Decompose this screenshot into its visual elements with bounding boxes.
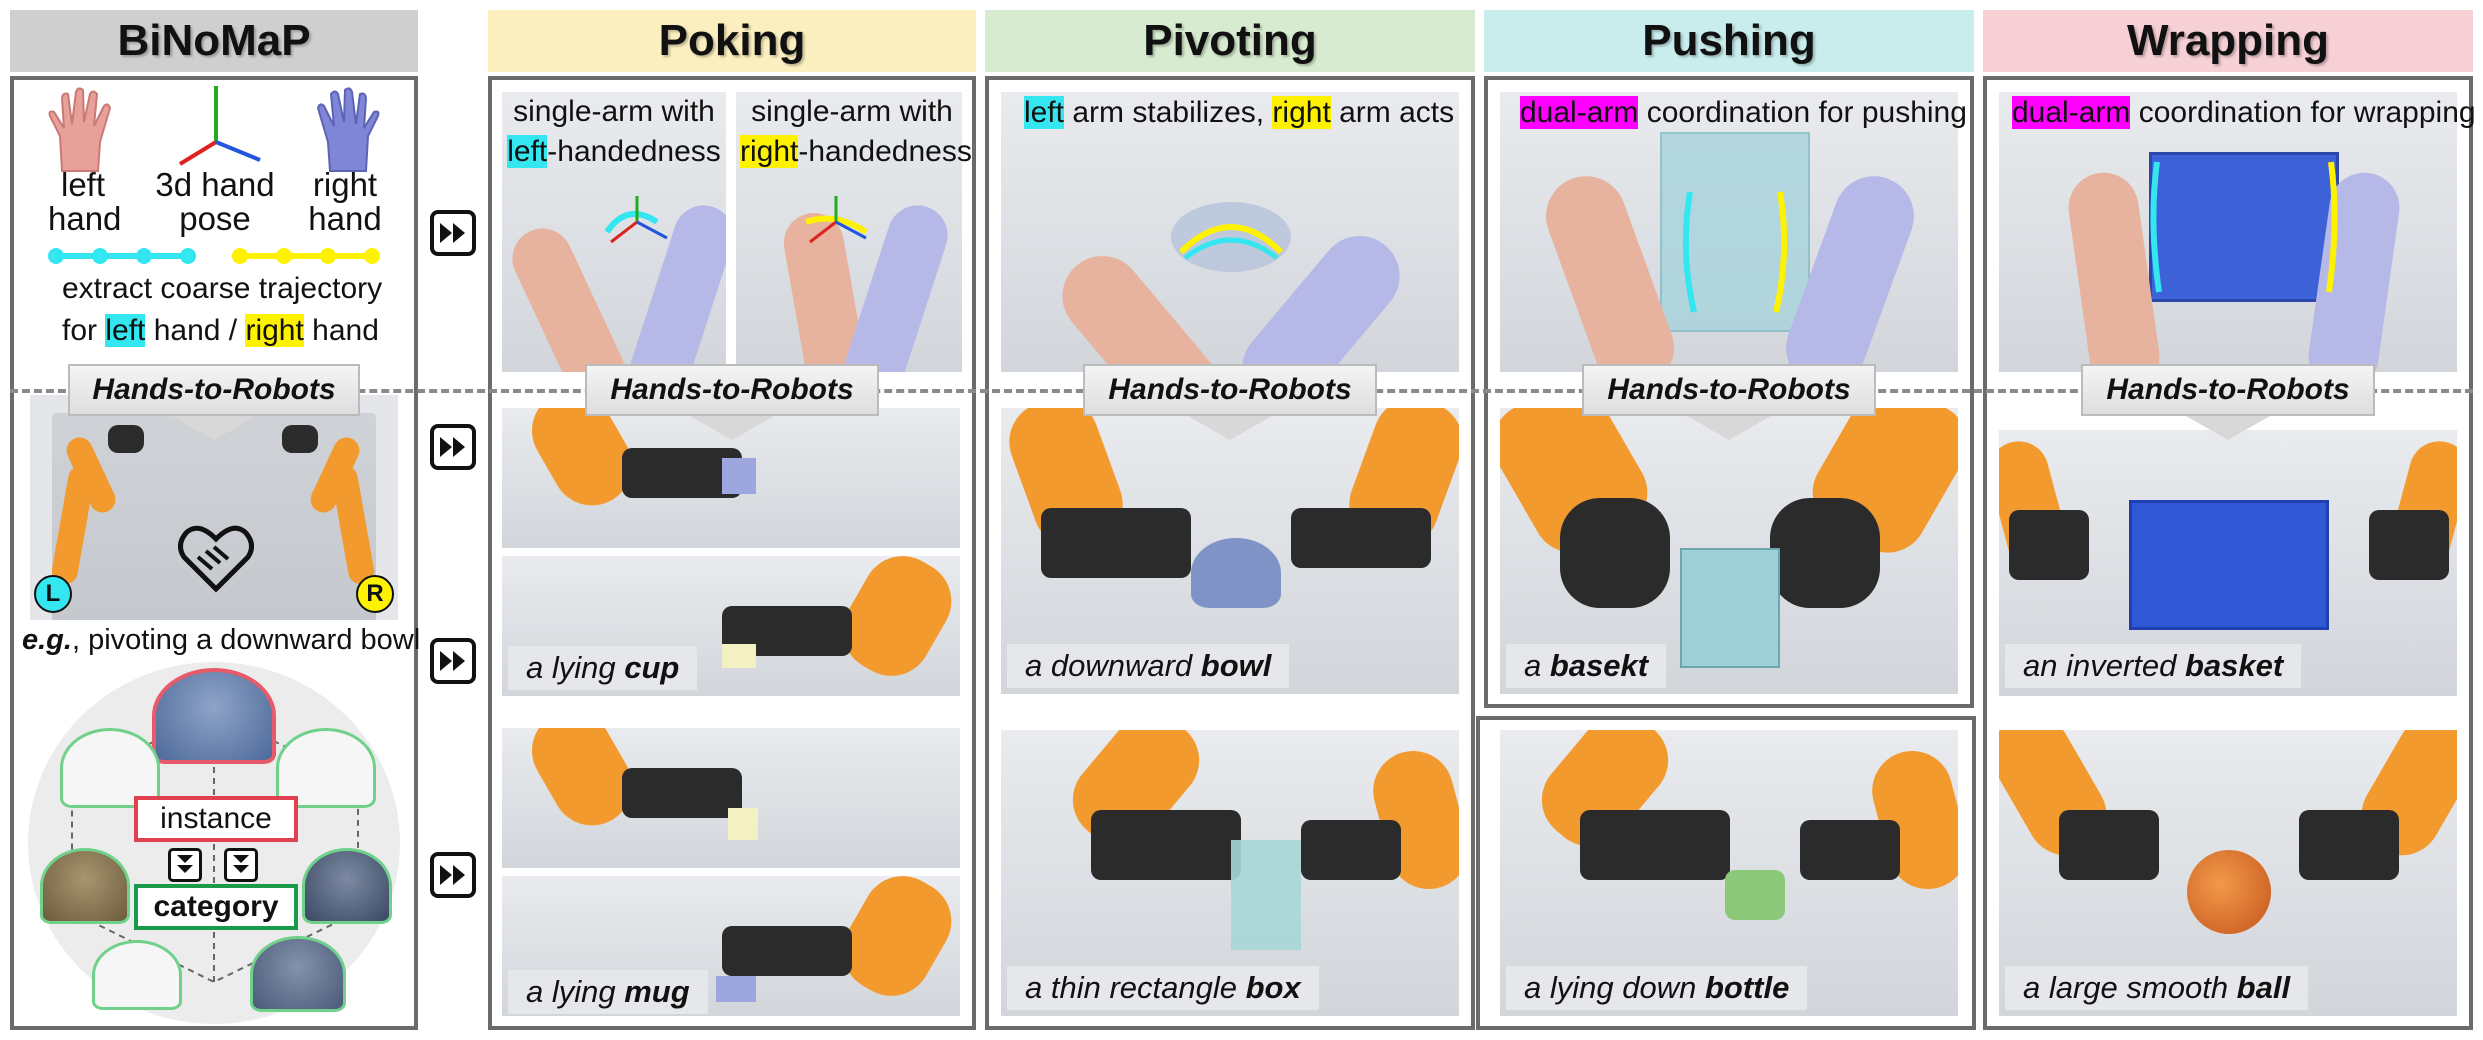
- header-poking: Poking: [488, 10, 976, 72]
- right-trajectory-icon: [232, 248, 380, 264]
- extract-text-line1: extract coarse trajectory: [62, 272, 383, 305]
- hands-to-robots-label: Hands-to-Robots: [68, 364, 360, 416]
- down-arrow-icon: [690, 416, 774, 440]
- hand-pose-axes-icon: [178, 86, 261, 166]
- header-binomap: BiNoMaP: [10, 10, 418, 72]
- category-label: category: [134, 884, 298, 930]
- extract-text-line2: for left hand / right hand: [62, 314, 379, 347]
- pushing-label-basket: a basekt: [1506, 644, 1667, 688]
- pivoting-human-photo: [1001, 92, 1459, 372]
- example-caption: e.g., pivoting a downward bowl: [22, 624, 421, 656]
- bowl-outline-image: [60, 728, 160, 808]
- left-arm-badge: L: [34, 575, 72, 613]
- poking-caption-left: single-arm with left-handedness: [507, 95, 721, 168]
- down-arrow-icon: [224, 848, 258, 882]
- pushing-label-bottle: a lying down bottle: [1506, 966, 1808, 1010]
- pivoting-caption: left arm stabilizes, right arm acts: [1024, 96, 1455, 129]
- pushing-human-photo: [1500, 92, 1958, 372]
- instance-bowl-image: [152, 668, 276, 764]
- fast-forward-icon: [430, 424, 476, 470]
- wrapping-label-basket: an inverted basket: [2005, 644, 2302, 688]
- bowl-outline-image: [92, 940, 182, 1010]
- header-pushing: Pushing: [1484, 10, 1974, 72]
- down-arrow-icon: [168, 848, 202, 882]
- poking-caption-right: single-arm with right-handedness: [740, 95, 972, 168]
- fast-forward-icon: [430, 638, 476, 684]
- bowl-dark-image: [302, 848, 392, 924]
- poking-robot-photo-2: [502, 556, 960, 696]
- right-hand-icon: [316, 87, 380, 172]
- header-wrapping: Wrapping: [1983, 10, 2473, 72]
- poking-robot-photo-3: [502, 728, 960, 868]
- wrapping-human-photo: [1999, 92, 2457, 372]
- left-trajectory-icon: [48, 248, 196, 264]
- down-arrow-icon: [172, 416, 256, 440]
- down-arrow-icon: [1687, 416, 1771, 440]
- fast-forward-icon: [430, 210, 476, 256]
- pivoting-label-bowl: a downward bowl: [1007, 644, 1290, 688]
- fast-forward-icon: [430, 852, 476, 898]
- pivoting-label-box: a thin rectangle box: [1007, 966, 1319, 1010]
- header-pivoting: Pivoting: [985, 10, 1475, 72]
- right-arm-badge: R: [356, 575, 394, 613]
- hands-to-robots-label: Hands-to-Robots: [1083, 364, 1377, 416]
- down-arrow-icon: [1188, 416, 1272, 440]
- bowl-dark-image: [250, 936, 346, 1012]
- handshake-icon: [178, 525, 254, 593]
- hands-to-robots-label: Hands-to-Robots: [585, 364, 879, 416]
- instance-label: instance: [134, 796, 298, 842]
- hands-to-robots-label: Hands-to-Robots: [2081, 364, 2375, 416]
- bowl-outline-image: [276, 728, 376, 808]
- left-hand-icon: [48, 87, 112, 172]
- bowl-brown-image: [40, 848, 130, 924]
- down-arrow-icon: [2186, 416, 2270, 440]
- wrapping-caption: dual-arm coordination for wrapping: [2012, 96, 2476, 129]
- poking-label-mug: a lying mug: [508, 970, 708, 1014]
- pushing-caption: dual-arm coordination for pushing: [1520, 96, 1967, 129]
- pushing-robot-photo-basket: [1500, 408, 1958, 694]
- poking-label-cup: a lying cup: [508, 646, 698, 690]
- wrapping-label-ball: a large smooth ball: [2005, 966, 2309, 1010]
- hands-to-robots-label: Hands-to-Robots: [1582, 364, 1876, 416]
